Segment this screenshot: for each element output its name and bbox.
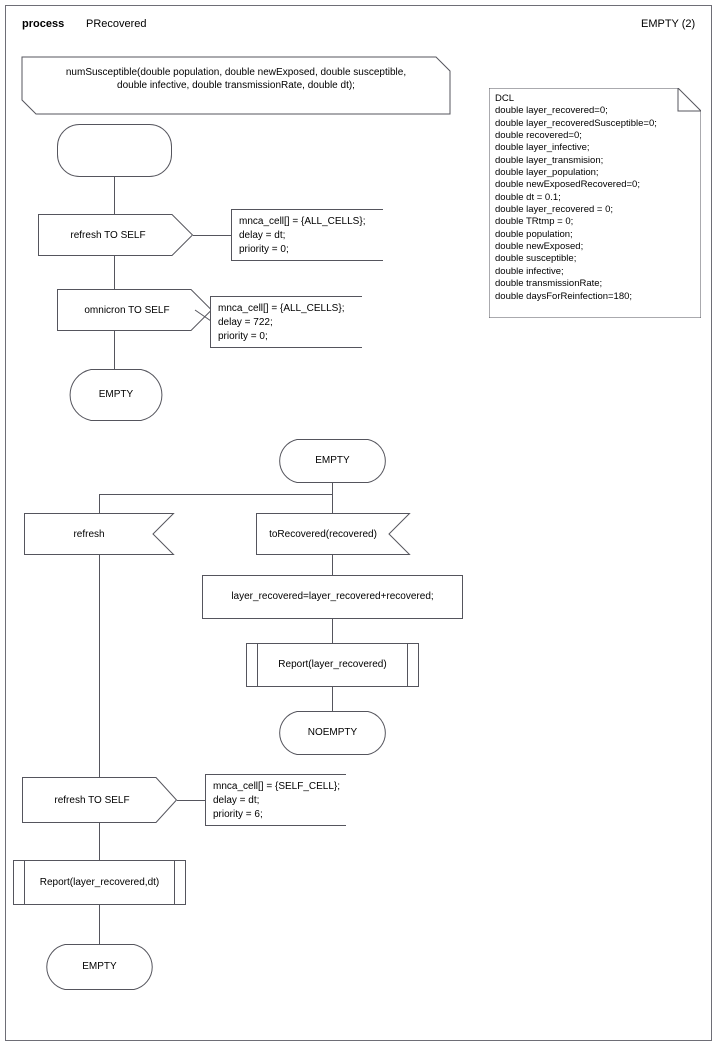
dcl-decl-3: double layer_infective; [495, 142, 590, 154]
comment-3-line-2: delay = dt; [213, 795, 260, 806]
comment-2-line-2: delay = 722; [218, 317, 273, 328]
dcl-decl-8: double layer_recovered = 0; [495, 204, 614, 216]
connector-torecovered-to-task [332, 555, 333, 575]
output-omnicron-to-self-label: omnicron TO SELF [84, 305, 170, 316]
connector-refresh1-to-omnicron [114, 256, 115, 289]
dcl-note: DCL double layer_recovered=0; double lay… [489, 88, 701, 318]
connector-refresh-to-lower-output [99, 555, 100, 777]
comment-1: mnca_cell[] = {ALL_CELLS}; delay = dt; p… [231, 209, 383, 261]
input-torecovered [256, 513, 411, 555]
comment-1-line-3: priority = 0; [239, 244, 289, 255]
dcl-decl-0: double layer_recovered=0; [495, 105, 608, 117]
comment-3-line-1: mnca_cell[] = {SELF_CELL}; [213, 781, 341, 792]
procedure-report-2-label: Report(layer_recovered,dt) [39, 877, 160, 888]
comment-3: mnca_cell[] = {SELF_CELL}; delay = dt; p… [205, 774, 346, 826]
dcl-decl-1: double layer_recoveredSusceptible=0; [495, 117, 657, 129]
output-refresh-to-self-2-label: refresh TO SELF [54, 795, 130, 806]
comment-3-line-3: priority = 6; [213, 809, 263, 820]
text-symbol-numsusceptible [21, 56, 451, 115]
text-symbol-line-2: double infective, double transmissionRat… [117, 80, 355, 91]
dcl-decl-2: double recovered=0; [495, 130, 582, 142]
dcl-decl-14: double transmissionRate; [495, 278, 603, 290]
comment-1-line-1: mnca_cell[] = {ALL_CELLS}; [239, 216, 366, 227]
start-symbol [57, 124, 172, 177]
dcl-decl-6: double newExposedRecovered=0; [495, 179, 640, 191]
connector-branch-left-down [99, 494, 100, 513]
state-empty-3-label: EMPTY [82, 961, 117, 972]
dcl-text-block: DCL double layer_recovered=0; double lay… [495, 93, 697, 303]
state-noempty [275, 711, 390, 755]
input-refresh-label: refresh [73, 529, 105, 540]
comment-2-line-1: mnca_cell[] = {ALL_CELLS}; [218, 303, 345, 314]
connector-empty2-down [332, 483, 333, 513]
comment-2: mnca_cell[] = {ALL_CELLS}; delay = 722; … [210, 296, 362, 348]
connector-start-to-refresh1 [114, 177, 115, 214]
input-torecovered-label: toRecovered(recovered) [269, 529, 377, 540]
state-empty-2 [275, 439, 390, 483]
dcl-decl-11: double newExposed; [495, 241, 584, 253]
comment-1-line-2: delay = dt; [239, 230, 286, 241]
process-keyword: process [22, 18, 65, 30]
procedure-report-1 [246, 643, 419, 687]
input-refresh [24, 513, 175, 555]
output-omnicron-to-self [57, 289, 213, 331]
dcl-decl-15: double daysForReinfection=180; [495, 290, 633, 302]
text-symbol-line-1: numSusceptible(double population, double… [65, 67, 407, 78]
task-layer-recovered-label: layer_recovered=layer_recovered+recovere… [231, 591, 434, 602]
task-layer-recovered [202, 575, 463, 619]
state-empty-2-label: EMPTY [315, 455, 350, 466]
connector-task-to-report1 [332, 619, 333, 643]
state-noempty-label: NOEMPTY [307, 727, 358, 738]
connector-branch-horizontal [99, 494, 333, 495]
procedure-report-2 [13, 860, 186, 905]
comment-link-1 [193, 235, 231, 236]
state-empty-1-label: EMPTY [98, 389, 134, 400]
output-refresh-to-self-1 [38, 214, 194, 256]
dcl-decl-5: double layer_population; [495, 167, 599, 179]
dcl-decl-4: double layer_transmision; [495, 154, 604, 166]
dcl-decl-10: double population; [495, 228, 573, 240]
comment-link-2 [194, 309, 212, 322]
connector-report1-to-noempty [332, 687, 333, 711]
dcl-title: DCL [495, 93, 515, 104]
text-symbol-content: numSusceptible(double population, double… [26, 66, 446, 92]
comment-link-3 [177, 800, 206, 801]
procedure-report-1-label: Report(layer_recovered) [278, 659, 387, 670]
dcl-decl-12: double susceptible; [495, 253, 577, 265]
output-refresh-to-self-2 [22, 777, 178, 823]
page-label: EMPTY (2) [641, 18, 696, 30]
connector-report2-to-empty3 [99, 905, 100, 944]
state-empty-3 [42, 944, 157, 990]
connector-omnicron-to-empty1 [114, 331, 115, 369]
dcl-decl-9: double TRtmp = 0; [495, 216, 574, 228]
comment-2-line-3: priority = 0; [218, 331, 268, 342]
output-refresh-to-self-1-label: refresh TO SELF [70, 230, 146, 241]
dcl-decl-7: double dt = 0.1; [495, 191, 561, 203]
process-name: PRecovered [86, 18, 147, 30]
state-empty-1 [65, 369, 167, 421]
dcl-decl-13: double infective; [495, 265, 564, 277]
connector-refresh2-to-report2 [99, 823, 100, 860]
